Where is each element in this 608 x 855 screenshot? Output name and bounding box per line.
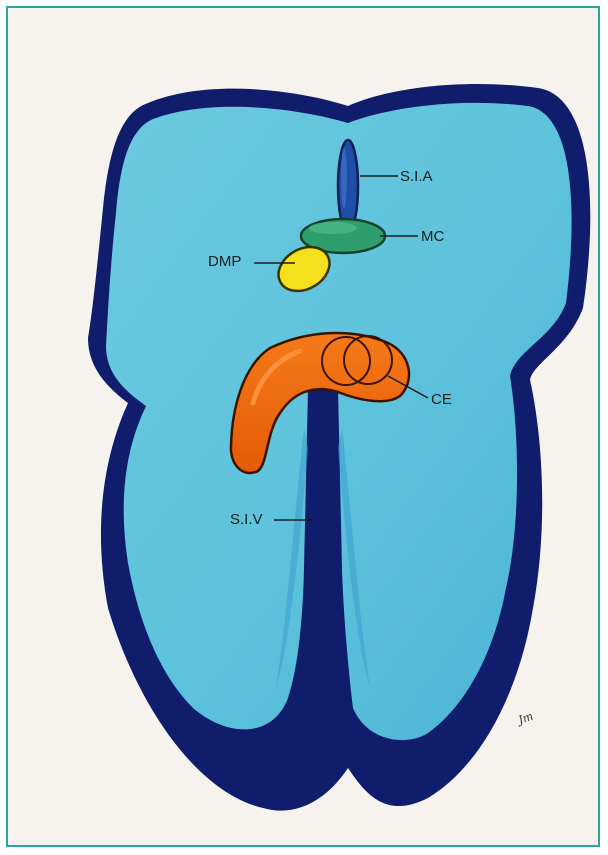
mc-highlight	[309, 222, 357, 234]
label-mc: MC	[421, 228, 444, 245]
figure-frame: S.I.A MC DMP CE S.I.V Jm	[6, 6, 600, 847]
label-ce: CE	[431, 391, 452, 408]
label-siv: S.I.V	[230, 511, 263, 528]
sia-highlight	[341, 148, 347, 208]
label-dmp: DMP	[208, 253, 241, 270]
label-sia: S.I.A	[400, 168, 433, 185]
artist-signature: Jm	[515, 710, 535, 728]
tooth-diagram: S.I.A MC DMP CE S.I.V Jm	[8, 8, 600, 847]
